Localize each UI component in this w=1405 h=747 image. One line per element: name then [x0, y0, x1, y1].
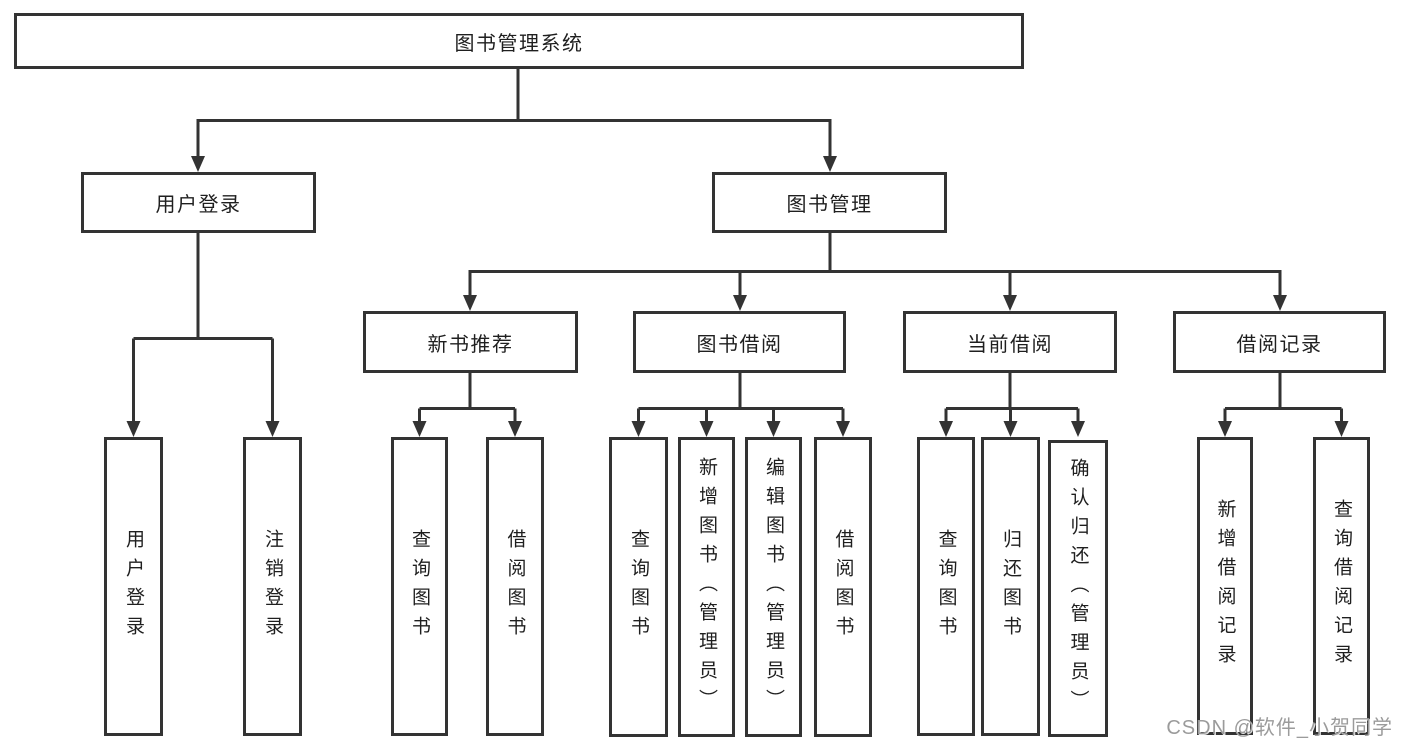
node-return-books: 归还图书	[981, 437, 1040, 736]
node-book-borrowing: 图书借阅	[633, 311, 846, 373]
node-add-borrow-record: 新增借阅记录	[1197, 437, 1253, 735]
node-add-books-admin: 新增图书（管理员）	[678, 437, 735, 737]
watermark: CSDN @软件_小贺同学	[1166, 717, 1393, 739]
node-query-books-current: 查询图书	[917, 437, 975, 736]
node-confirm-return-admin: 确认归还（管理员）	[1048, 440, 1108, 737]
node-current-borrowing: 当前借阅	[903, 311, 1117, 373]
node-book-management: 图书管理	[712, 172, 947, 233]
node-borrow-books-borrowing: 借阅图书	[814, 437, 872, 737]
node-logout: 注销登录	[243, 437, 302, 736]
node-user-login-leaf: 用户登录	[104, 437, 163, 736]
node-new-book-recommend: 新书推荐	[363, 311, 578, 373]
node-query-books-borrowing: 查询图书	[609, 437, 668, 737]
node-library-management-system: 图书管理系统	[14, 13, 1024, 69]
node-user-login: 用户登录	[81, 172, 316, 233]
node-query-books-recommend: 查询图书	[391, 437, 448, 736]
node-borrow-books-recommend: 借阅图书	[486, 437, 544, 736]
node-query-borrow-record: 查询借阅记录	[1313, 437, 1370, 735]
node-edit-books-admin: 编辑图书（管理员）	[745, 437, 802, 737]
node-borrowing-records: 借阅记录	[1173, 311, 1386, 373]
